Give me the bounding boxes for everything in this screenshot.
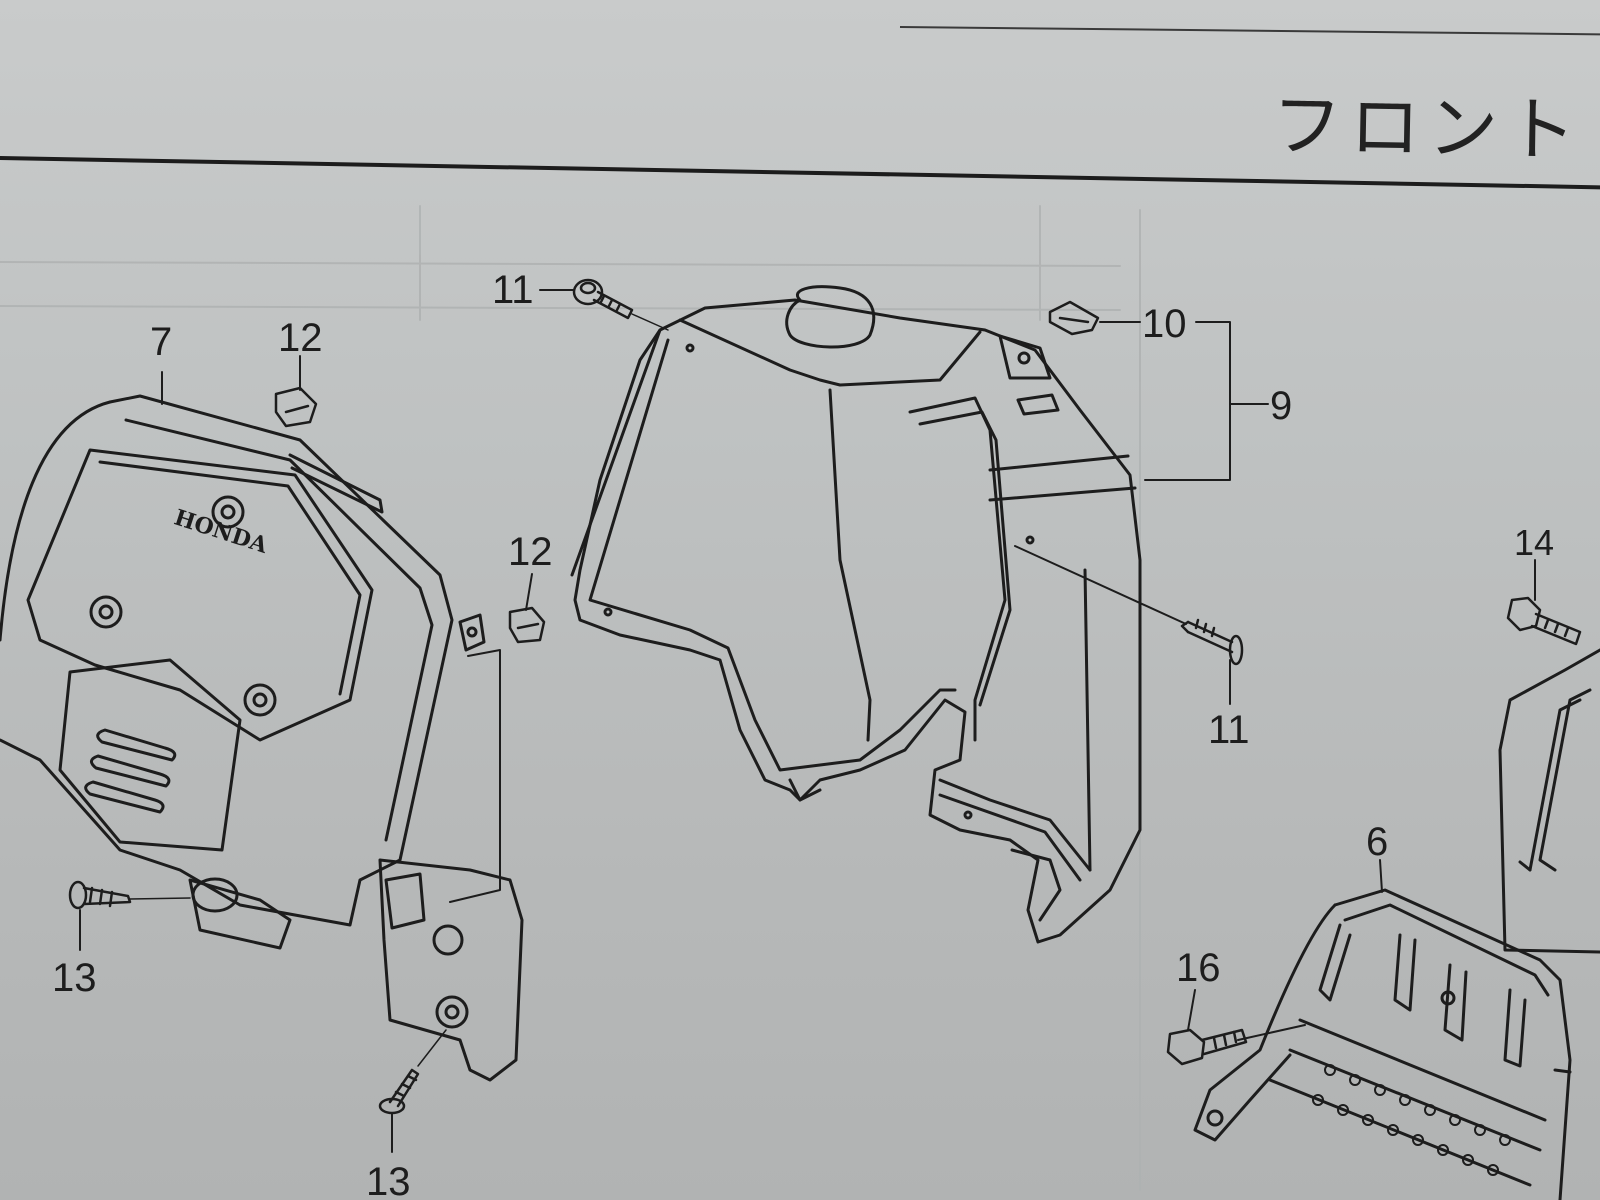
callout-11-right: 11 xyxy=(1208,708,1250,752)
callout-12-right: 12 xyxy=(508,530,553,574)
callout-11-top: 11 xyxy=(492,268,534,312)
callout-12-top: 12 xyxy=(278,316,323,360)
part-7-front-cover: HONDA xyxy=(0,394,524,1082)
callout-13-bottom: 13 xyxy=(366,1160,411,1200)
callout-6: 6 xyxy=(1366,820,1389,864)
callout-14: 14 xyxy=(1514,522,1555,563)
part-14-bracket xyxy=(1498,648,1600,954)
callout-10: 10 xyxy=(1142,302,1187,346)
bolt-16 xyxy=(1166,1028,1248,1066)
part-6-carrier xyxy=(1193,888,1572,1200)
hardware xyxy=(68,278,1582,1115)
bolt-14 xyxy=(1506,596,1582,646)
bolt-11-top xyxy=(572,278,669,331)
clip-12-right xyxy=(508,606,546,644)
part-9-inner-cover xyxy=(570,285,1142,944)
callout-13-left: 13 xyxy=(52,956,97,1000)
callout-7: 7 xyxy=(150,320,173,364)
screw-13-bottom xyxy=(378,1029,447,1115)
screw-13-left xyxy=(68,880,191,910)
clip-12-top xyxy=(274,386,318,428)
screw-11-right xyxy=(1180,618,1244,666)
leader-lines xyxy=(79,289,1536,1153)
callout-16: 16 xyxy=(1176,946,1221,990)
clip-10 xyxy=(1048,300,1100,336)
callout-9: 9 xyxy=(1270,384,1293,428)
